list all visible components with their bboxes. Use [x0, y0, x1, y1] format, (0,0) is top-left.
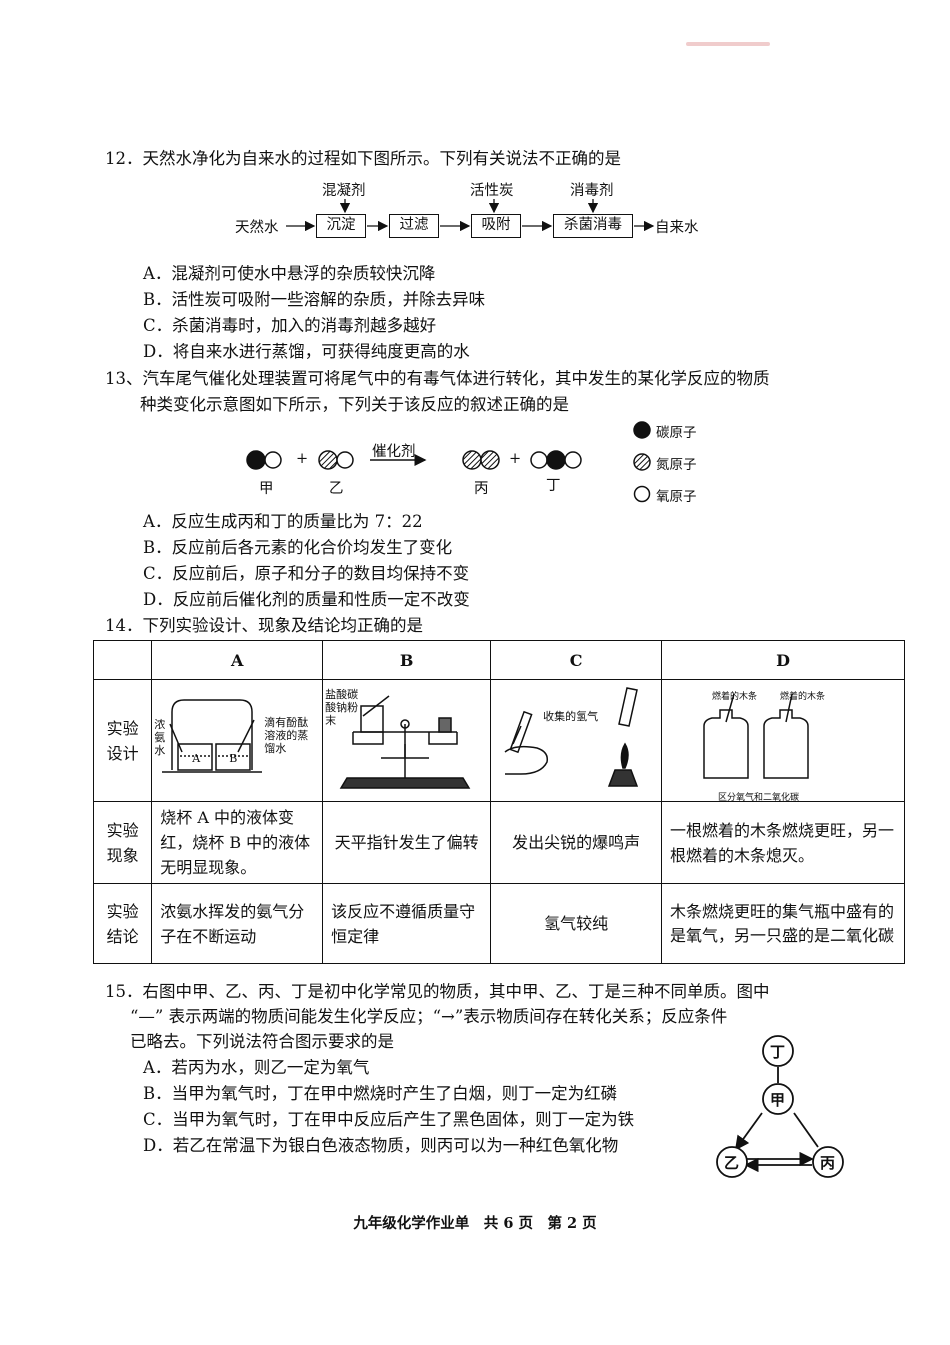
label-phenolphthalein-water: 滴有酚酞溶液的蒸馏水	[264, 715, 309, 755]
label-bing: 丙	[474, 481, 489, 497]
label-beaker-a: A	[192, 751, 201, 765]
design-b-cell: 盐酸碳酸钠粉末	[322, 679, 492, 802]
design-d-cell: 燃着的木条 燃着的木条 区分氧气和二氧化碳	[661, 679, 905, 803]
node-ding: 丁	[770, 1043, 786, 1061]
q13-option-c: C．反应前后，原子和分子的数目均保持不变	[143, 564, 470, 583]
label-yi: 乙	[329, 481, 344, 497]
table-row-design: 实验设计 浓氨水 滴有酚酞溶液的蒸馏水	[92, 679, 905, 803]
catalyst-label: 催化剂	[372, 444, 416, 460]
plus-sign-2: +	[509, 451, 522, 467]
row-label-conclusion: 实验结论	[92, 883, 153, 964]
molecule-diagram	[246, 421, 651, 503]
label-ding: 丁	[546, 478, 561, 494]
legend-nitrogen: 氮原子	[656, 457, 697, 473]
q15-option-d: D．若乙在常温下为银白色液态物质，则丙可以为一种红色氧化物	[143, 1136, 619, 1155]
conclusion-d: 木条燃烧更旺的集气瓶中盛有的是氧气，另一只盛的是二氧化碳	[661, 883, 905, 964]
node-yi: 乙	[724, 1154, 740, 1172]
balance-apparatus	[339, 694, 471, 789]
flow-step-disinfect: 杀菌消毒	[553, 214, 633, 238]
phenomenon-c: 发出尖锐的爆鸣声	[490, 801, 663, 884]
relation-graph	[716, 1035, 844, 1178]
conclusion-b: 该反应不遵循质量守恒定律	[322, 883, 492, 964]
flow-input-coagulant: 混凝剂	[322, 183, 366, 199]
label-burning-stick-2: 燃着的木条	[780, 691, 826, 702]
q14-stem: 14．下列实验设计、现象及结论均正确的是	[105, 616, 423, 635]
phenomenon-b: 天平指针发生了偏转	[322, 801, 492, 884]
header-b: B	[322, 640, 492, 680]
flow-input-disinfectant: 消毒剂	[570, 183, 614, 199]
q13-option-d: D．反应前后催化剂的质量和性质一定不改变	[143, 590, 470, 609]
q12-option-b: B．活性炭可吸附一些溶解的杂质，并除去异味	[143, 290, 486, 309]
label-jia: 甲	[259, 481, 274, 497]
q13-option-b: B．反应前后各元素的化合价均发生了变化	[143, 538, 453, 557]
q15-option-b: B．当甲为氧气时，丁在甲中燃烧时产生了白烟，则丁一定为红磷	[143, 1084, 618, 1103]
q13-option-a: A．反应生成丙和丁的质量比为 7：22	[143, 512, 423, 531]
phenomenon-d: 一根燃着的木条燃烧更旺，另一根燃着的木条熄灭。	[661, 801, 905, 884]
phenomenon-a: 烧杯 A 中的液体变红，烧杯 B 中的液体无明显现象。	[151, 801, 324, 884]
label-hcl-na2co3: 盐酸碳酸钠粉末	[325, 687, 359, 727]
table-row-conclusion: 实验结论 浓氨水挥发的氨气分子在不断运动 该反应不遵循质量守恒定律 氢气较纯 木…	[92, 883, 905, 964]
row-label-design: 实验设计	[92, 679, 153, 802]
label-burning-stick-1: 燃着的木条	[712, 691, 758, 702]
conclusion-a: 浓氨水挥发的氨气分子在不断运动	[151, 883, 324, 964]
table-header-row: A B C D	[92, 640, 905, 680]
q15-stem-line3: 已略去。下列说法符合图示要求的是	[130, 1032, 394, 1051]
q15-stem-line1: 15．右图中甲、乙、丙、丁是初中化学常见的物质，其中甲、乙、丁是三种不同单质。图…	[105, 982, 770, 1001]
q12-option-c: C．杀菌消毒时，加入的消毒剂越多越好	[143, 316, 437, 335]
q12-option-d: D．将自来水进行蒸馏，可获得纯度更高的水	[143, 342, 470, 361]
q12-stem: 12．天然水净化为自来水的过程如下图所示。下列有关说法不正确的是	[105, 149, 621, 168]
header-a: A	[151, 640, 324, 680]
page-footer: 九年级化学作业单 共 6 页 第 2 页	[353, 1215, 597, 1232]
header-c: C	[490, 640, 663, 680]
flow-end: 自来水	[655, 220, 699, 236]
q13-stem-line2: 种类变化示意图如下所示，下列关于该反应的叙述正确的是	[140, 395, 569, 414]
table-corner	[92, 640, 153, 680]
node-jia: 甲	[770, 1091, 786, 1109]
label-collected-hydrogen: 收集的氢气	[543, 709, 599, 723]
q12-option-a: A．混凝剂可使水中悬浮的杂质较快沉降	[143, 264, 436, 283]
plus-sign-1: +	[296, 451, 309, 467]
red-pen-mark	[686, 42, 770, 46]
label-conc-ammonia: 浓氨水	[154, 717, 166, 757]
flow-step-settle: 沉淀	[316, 214, 366, 238]
q13-stem-line1: 13、汽车尾气催化处理装置可将尾气中的有毒气体进行转化，其中发生的某化学反应的物…	[105, 369, 770, 388]
table-row-phenomenon: 实验现象 烧杯 A 中的液体变红，烧杯 B 中的液体无明显现象。 天平指针发生了…	[92, 801, 905, 884]
label-beaker-b: B	[229, 751, 238, 765]
row-label-phenomenon: 实验现象	[92, 801, 153, 884]
gas-bottles-apparatus	[703, 693, 809, 779]
legend-oxygen: 氧原子	[656, 489, 697, 505]
design-c-cell: 收集的氢气	[490, 679, 663, 802]
design-a-cell: 浓氨水 滴有酚酞溶液的蒸馏水 A B	[151, 679, 324, 802]
q15-option-c: C．当甲为氧气时，丁在甲中反应后产生了黑色固体，则丁一定为铁	[143, 1110, 635, 1129]
node-bing: 丙	[820, 1154, 836, 1172]
ammonia-diffusion-apparatus	[162, 698, 263, 773]
flow-step-filter: 过滤	[389, 214, 439, 238]
flow-start: 天然水	[235, 220, 279, 236]
flow-step-adsorb: 吸附	[471, 214, 521, 238]
flow-arrows	[286, 199, 655, 232]
legend-carbon: 碳原子	[656, 425, 697, 441]
hydrogen-test-apparatus	[504, 686, 639, 787]
experiment-table: A B C D 实验设计 浓	[92, 640, 905, 964]
header-d: D	[661, 640, 905, 680]
q15-stem-line2: “—” 表示两端的物质间能发生化学反应；“→”表示物质间存在转化关系；反应条件	[130, 1007, 728, 1026]
label-distinguish-o2-co2: 区分氧气和二氧化碳	[718, 792, 800, 803]
q15-option-a: A．若丙为水，则乙一定为氧气	[143, 1058, 370, 1077]
conclusion-c: 氢气较纯	[490, 883, 663, 964]
flow-input-carbon: 活性炭	[470, 183, 514, 199]
